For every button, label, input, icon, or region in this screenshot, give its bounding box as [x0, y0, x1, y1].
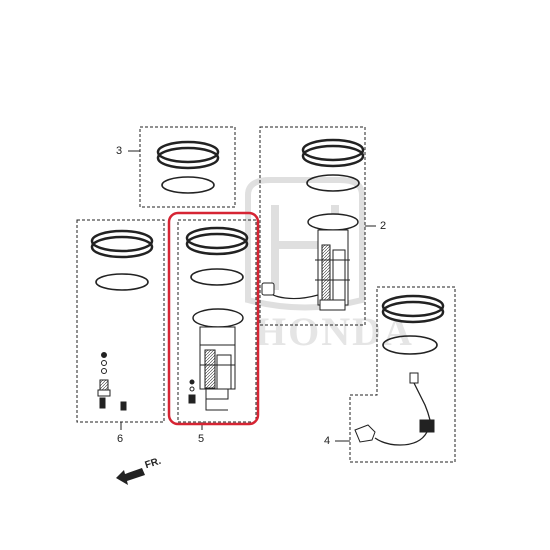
level-sender-4: [354, 372, 435, 446]
front-direction-arrow: [116, 468, 145, 485]
callout-part-6: 6: [117, 433, 124, 445]
callout-part-5: 5: [198, 433, 205, 445]
part-3-group: [128, 126, 236, 208]
part-2-box: [259, 126, 366, 326]
seal-ring-6: [95, 273, 149, 291]
callout-part-3: 3: [116, 145, 123, 157]
lock-ring-3: [156, 140, 220, 170]
part-6-group: [76, 219, 165, 430]
seal-ring-3: [161, 176, 215, 194]
callout-part-2: 2: [380, 220, 387, 232]
part-4-group: [335, 286, 456, 463]
pump-module-5: [188, 308, 244, 411]
highlight-box-part-5: [167, 211, 260, 426]
callout-part-4: 4: [324, 435, 331, 447]
part-3-box: [139, 126, 236, 208]
seal-ring-2: [306, 174, 360, 192]
lock-ring-6: [90, 229, 154, 259]
pump-assembly-2: [261, 213, 359, 311]
small-parts-6: [97, 352, 127, 411]
part-4-box: [349, 286, 456, 463]
seal-ring-5: [190, 268, 244, 286]
lock-ring-5: [185, 226, 249, 256]
part-5-group: [177, 219, 257, 430]
lock-ring-2: [301, 138, 365, 168]
honda-watermark-text: HONDA: [255, 309, 414, 354]
part-2-group: [259, 126, 376, 326]
lock-ring-4: [381, 294, 445, 324]
seal-ring-4: [382, 335, 438, 355]
